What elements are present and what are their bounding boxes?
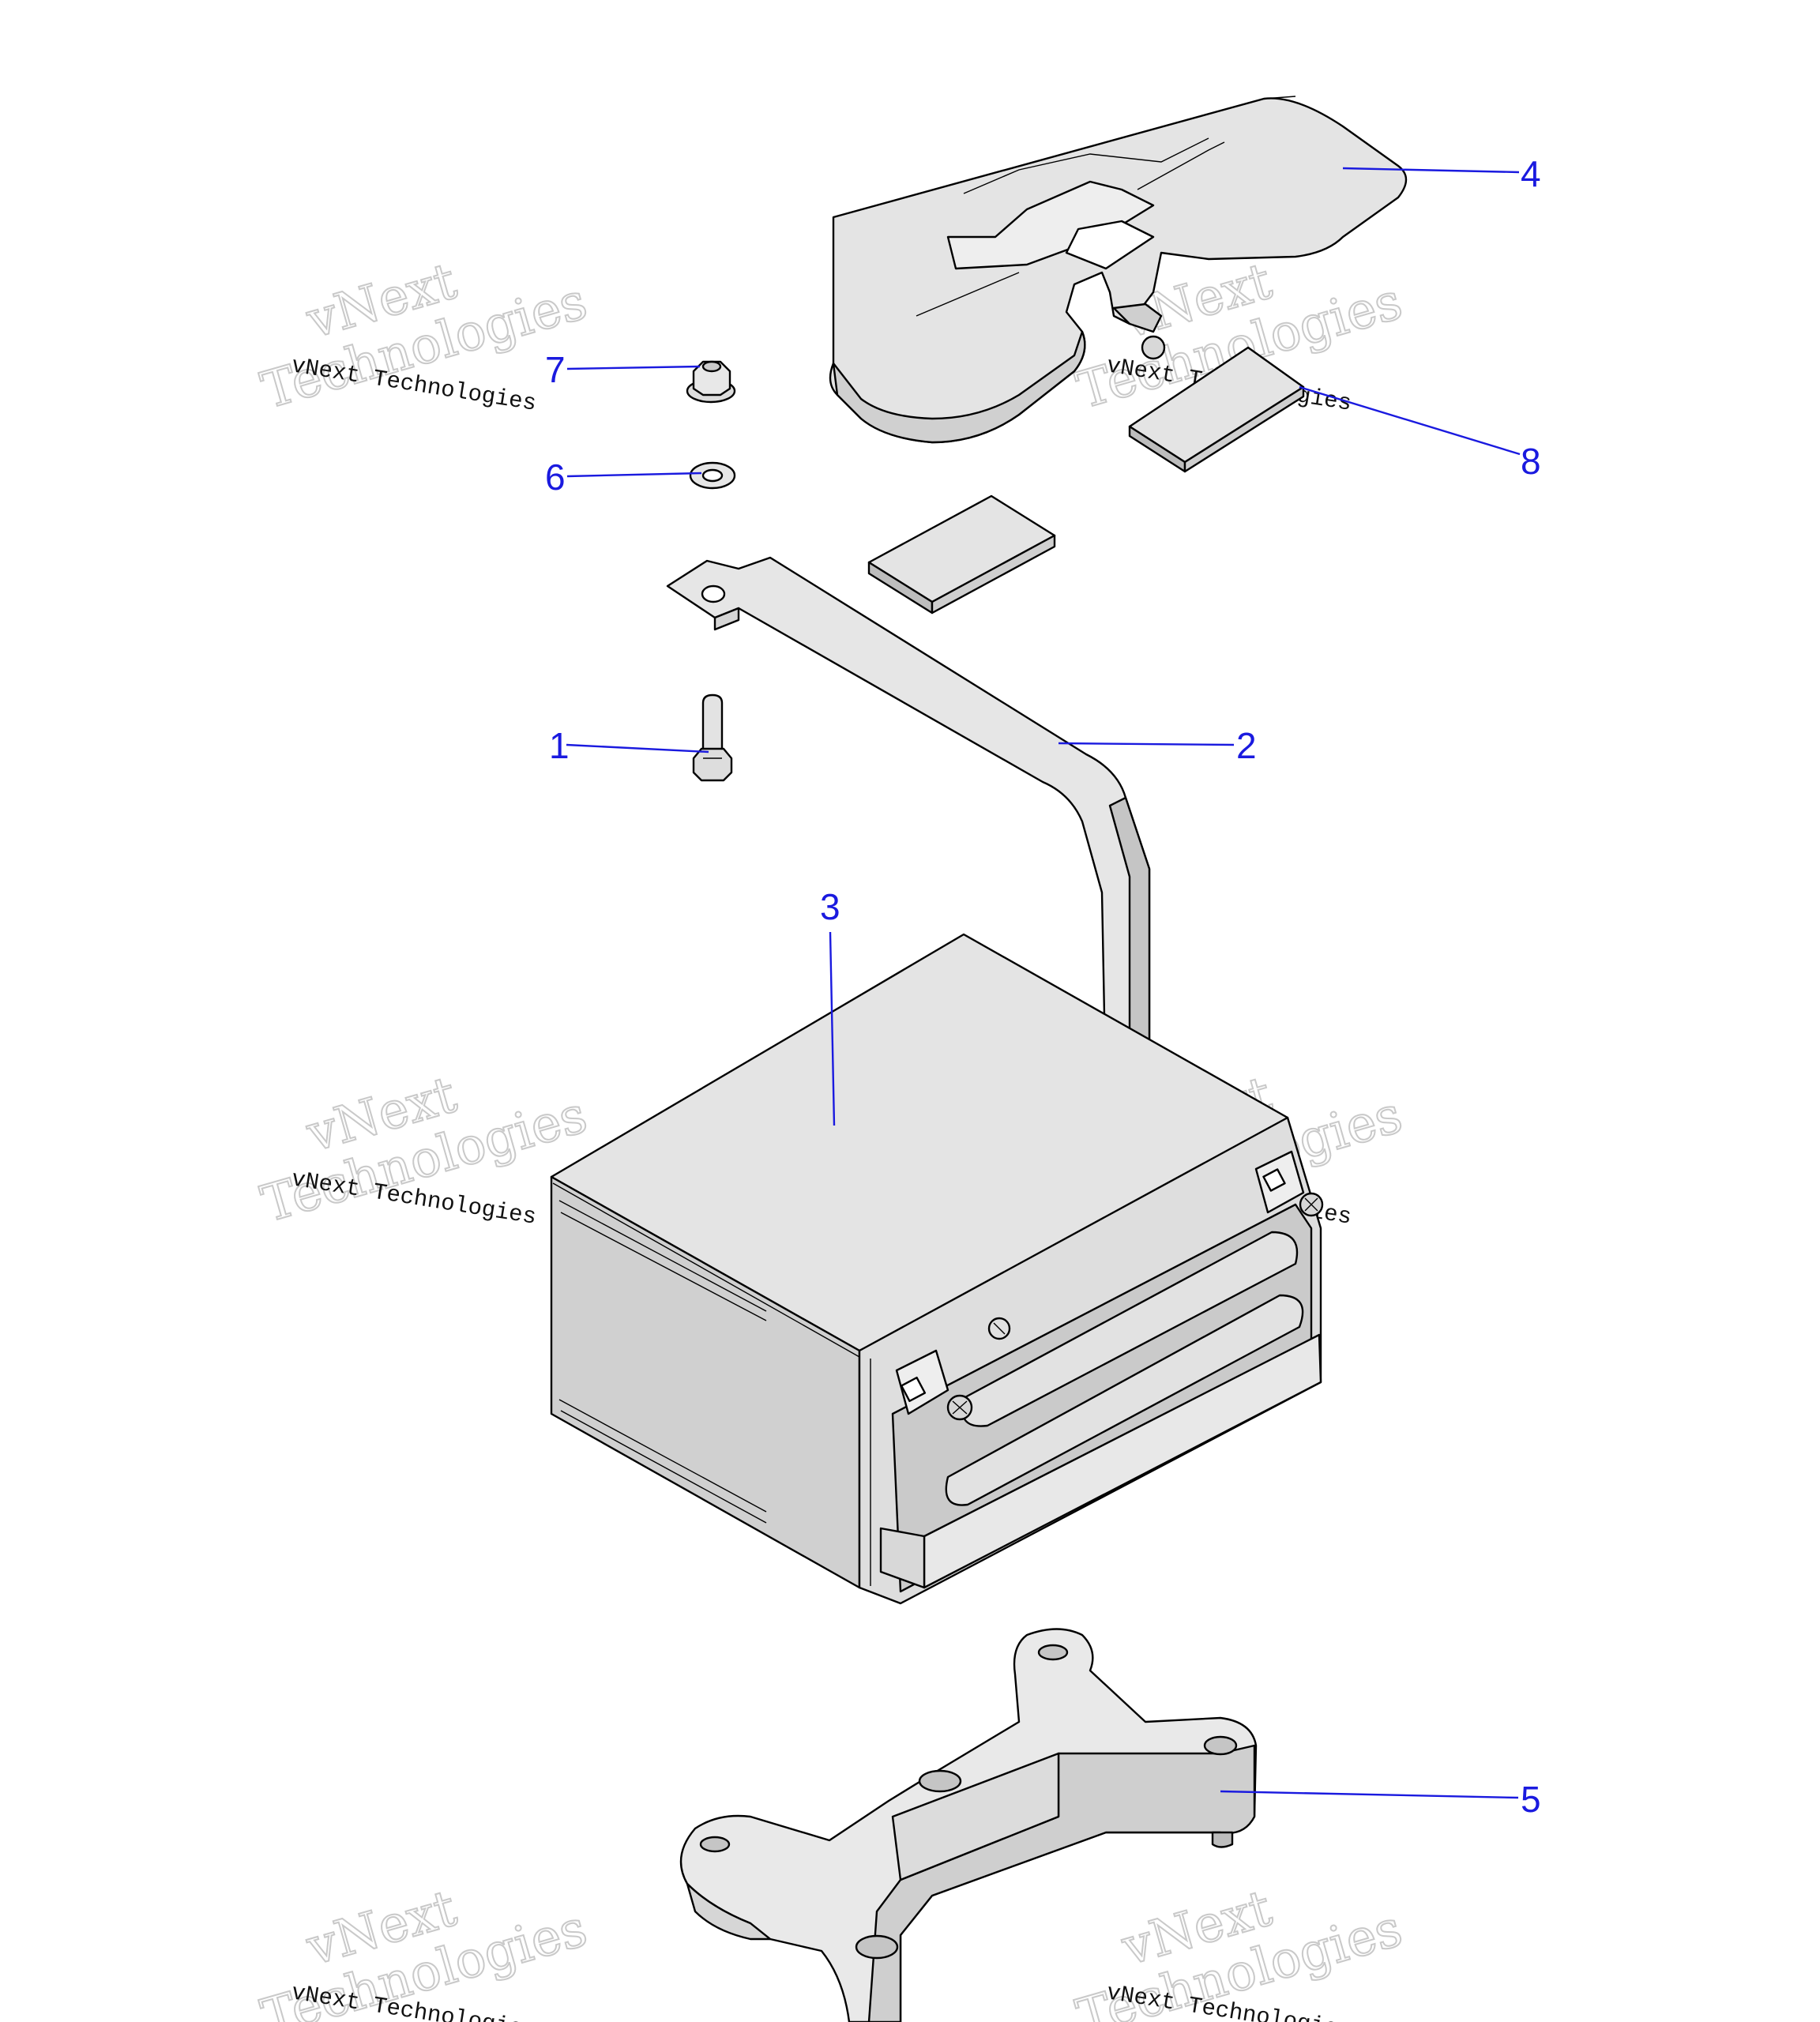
callout-8-label: 8 bbox=[1521, 441, 1541, 482]
callout-6-label: 6 bbox=[545, 457, 566, 498]
callout-3-label: 3 bbox=[820, 886, 840, 927]
callout-1[interactable]: 1 bbox=[549, 725, 709, 766]
callout-5-label: 5 bbox=[1521, 1779, 1541, 1820]
pad-upper-strap bbox=[867, 494, 1056, 614]
callout-7[interactable]: 7 bbox=[545, 349, 701, 390]
callout-1-label: 1 bbox=[549, 725, 570, 766]
callout-2-label: 2 bbox=[1236, 725, 1257, 766]
callout-6[interactable]: 6 bbox=[545, 457, 702, 498]
callout-4-label: 4 bbox=[1521, 153, 1541, 194]
part-7-flange-nut bbox=[686, 360, 736, 404]
part-4-battery-cover bbox=[829, 96, 1408, 444]
part-8-pad bbox=[1128, 346, 1305, 473]
callout-8[interactable]: 8 bbox=[1299, 385, 1541, 482]
callout-2[interactable]: 2 bbox=[1058, 725, 1257, 766]
callout-7-label: 7 bbox=[545, 349, 566, 390]
callout-4[interactable]: 4 bbox=[1342, 153, 1541, 194]
part-1-bolt bbox=[692, 693, 733, 782]
part-5-battery-tray bbox=[679, 1628, 1258, 2022]
callout-5[interactable]: 5 bbox=[1220, 1779, 1541, 1820]
part-3-battery bbox=[550, 933, 1324, 1605]
part-6-lock-washer bbox=[689, 461, 736, 490]
callout-3[interactable]: 3 bbox=[820, 886, 840, 1126]
